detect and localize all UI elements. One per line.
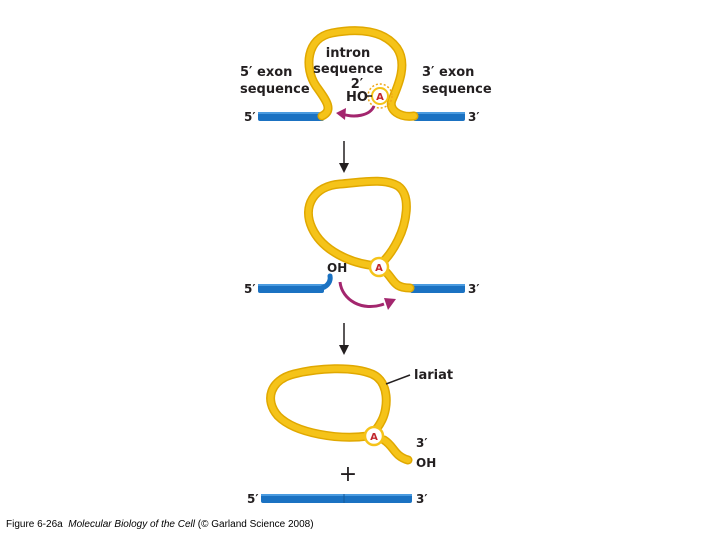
three-end-label: 3′ [468, 110, 480, 124]
attack-arrowhead [336, 108, 346, 120]
exon-highlight [410, 284, 465, 286]
five-exon-label-line2: sequence [240, 82, 310, 97]
five-prime-exon [258, 284, 324, 293]
three-exon-label-line1: 3′ exon [422, 65, 474, 80]
ho-label: HO [346, 90, 368, 105]
intron-tail-fill [383, 269, 413, 291]
three-prime-exon [410, 284, 465, 293]
branch-point-adenine: A [363, 425, 385, 447]
branch-a-label: A [370, 432, 378, 443]
caption-book-title: Molecular Biology of the Cell [68, 519, 195, 530]
intron-strand-fill [306, 27, 417, 120]
exon-end-curl [319, 273, 333, 291]
nucleophilic-attack-arrow [341, 105, 376, 118]
second-attack-arrow [338, 281, 385, 309]
caption-copyright: (© Garland Science 2008) [197, 519, 314, 530]
ligated-exons [261, 494, 412, 503]
step-2-first-cleavage: A OH 5′ 3′ [244, 176, 480, 310]
three-end-label: 3′ [468, 282, 480, 296]
lariat-pointer [385, 374, 411, 385]
lariat-label: lariat [414, 368, 453, 383]
caption-prefix: Figure 6-26a [6, 519, 63, 530]
branch-a-label: A [375, 263, 383, 274]
oh-label: OH [416, 456, 436, 470]
five-end-label: 5′ [244, 110, 256, 124]
figure-caption: Figure 6-26a Molecular Biology of the Ce… [6, 519, 314, 530]
three-prime-exon [413, 112, 465, 121]
branch-a-label: A [376, 92, 384, 103]
five-end-label: 5′ [247, 492, 259, 506]
two-prime-label: 2′ [351, 77, 364, 92]
step-3-lariat-and-ligated-exons: A lariat 3′ OH + 5′ 3′ [247, 364, 453, 506]
exon-highlight [261, 494, 412, 496]
intron-label-line1: intron [326, 46, 371, 61]
intron-loop-fill [305, 178, 410, 269]
plus-sign: + [339, 462, 357, 487]
five-end-label: 5′ [244, 282, 256, 296]
lariat-loop-fill [267, 365, 390, 441]
five-prime-exon [258, 112, 324, 121]
intron-label-line2: sequence [313, 62, 383, 77]
branch-point-adenine: A [368, 256, 390, 278]
exon-highlight [258, 112, 324, 114]
step-1-intron-in-place: A 5′ exon sequence intron sequence 2′ HO… [240, 26, 492, 124]
exon-highlight [258, 284, 324, 286]
three-end-label: 3′ [416, 492, 428, 506]
three-prime-label: 3′ [416, 436, 428, 450]
five-exon-label-line1: 5′ exon [240, 65, 292, 80]
exon-highlight [413, 112, 465, 114]
oh-label: OH [327, 261, 347, 275]
three-exon-label-line2: sequence [422, 82, 492, 97]
second-attack-arrowhead [384, 298, 396, 310]
lariat-tail-fill [381, 437, 411, 463]
